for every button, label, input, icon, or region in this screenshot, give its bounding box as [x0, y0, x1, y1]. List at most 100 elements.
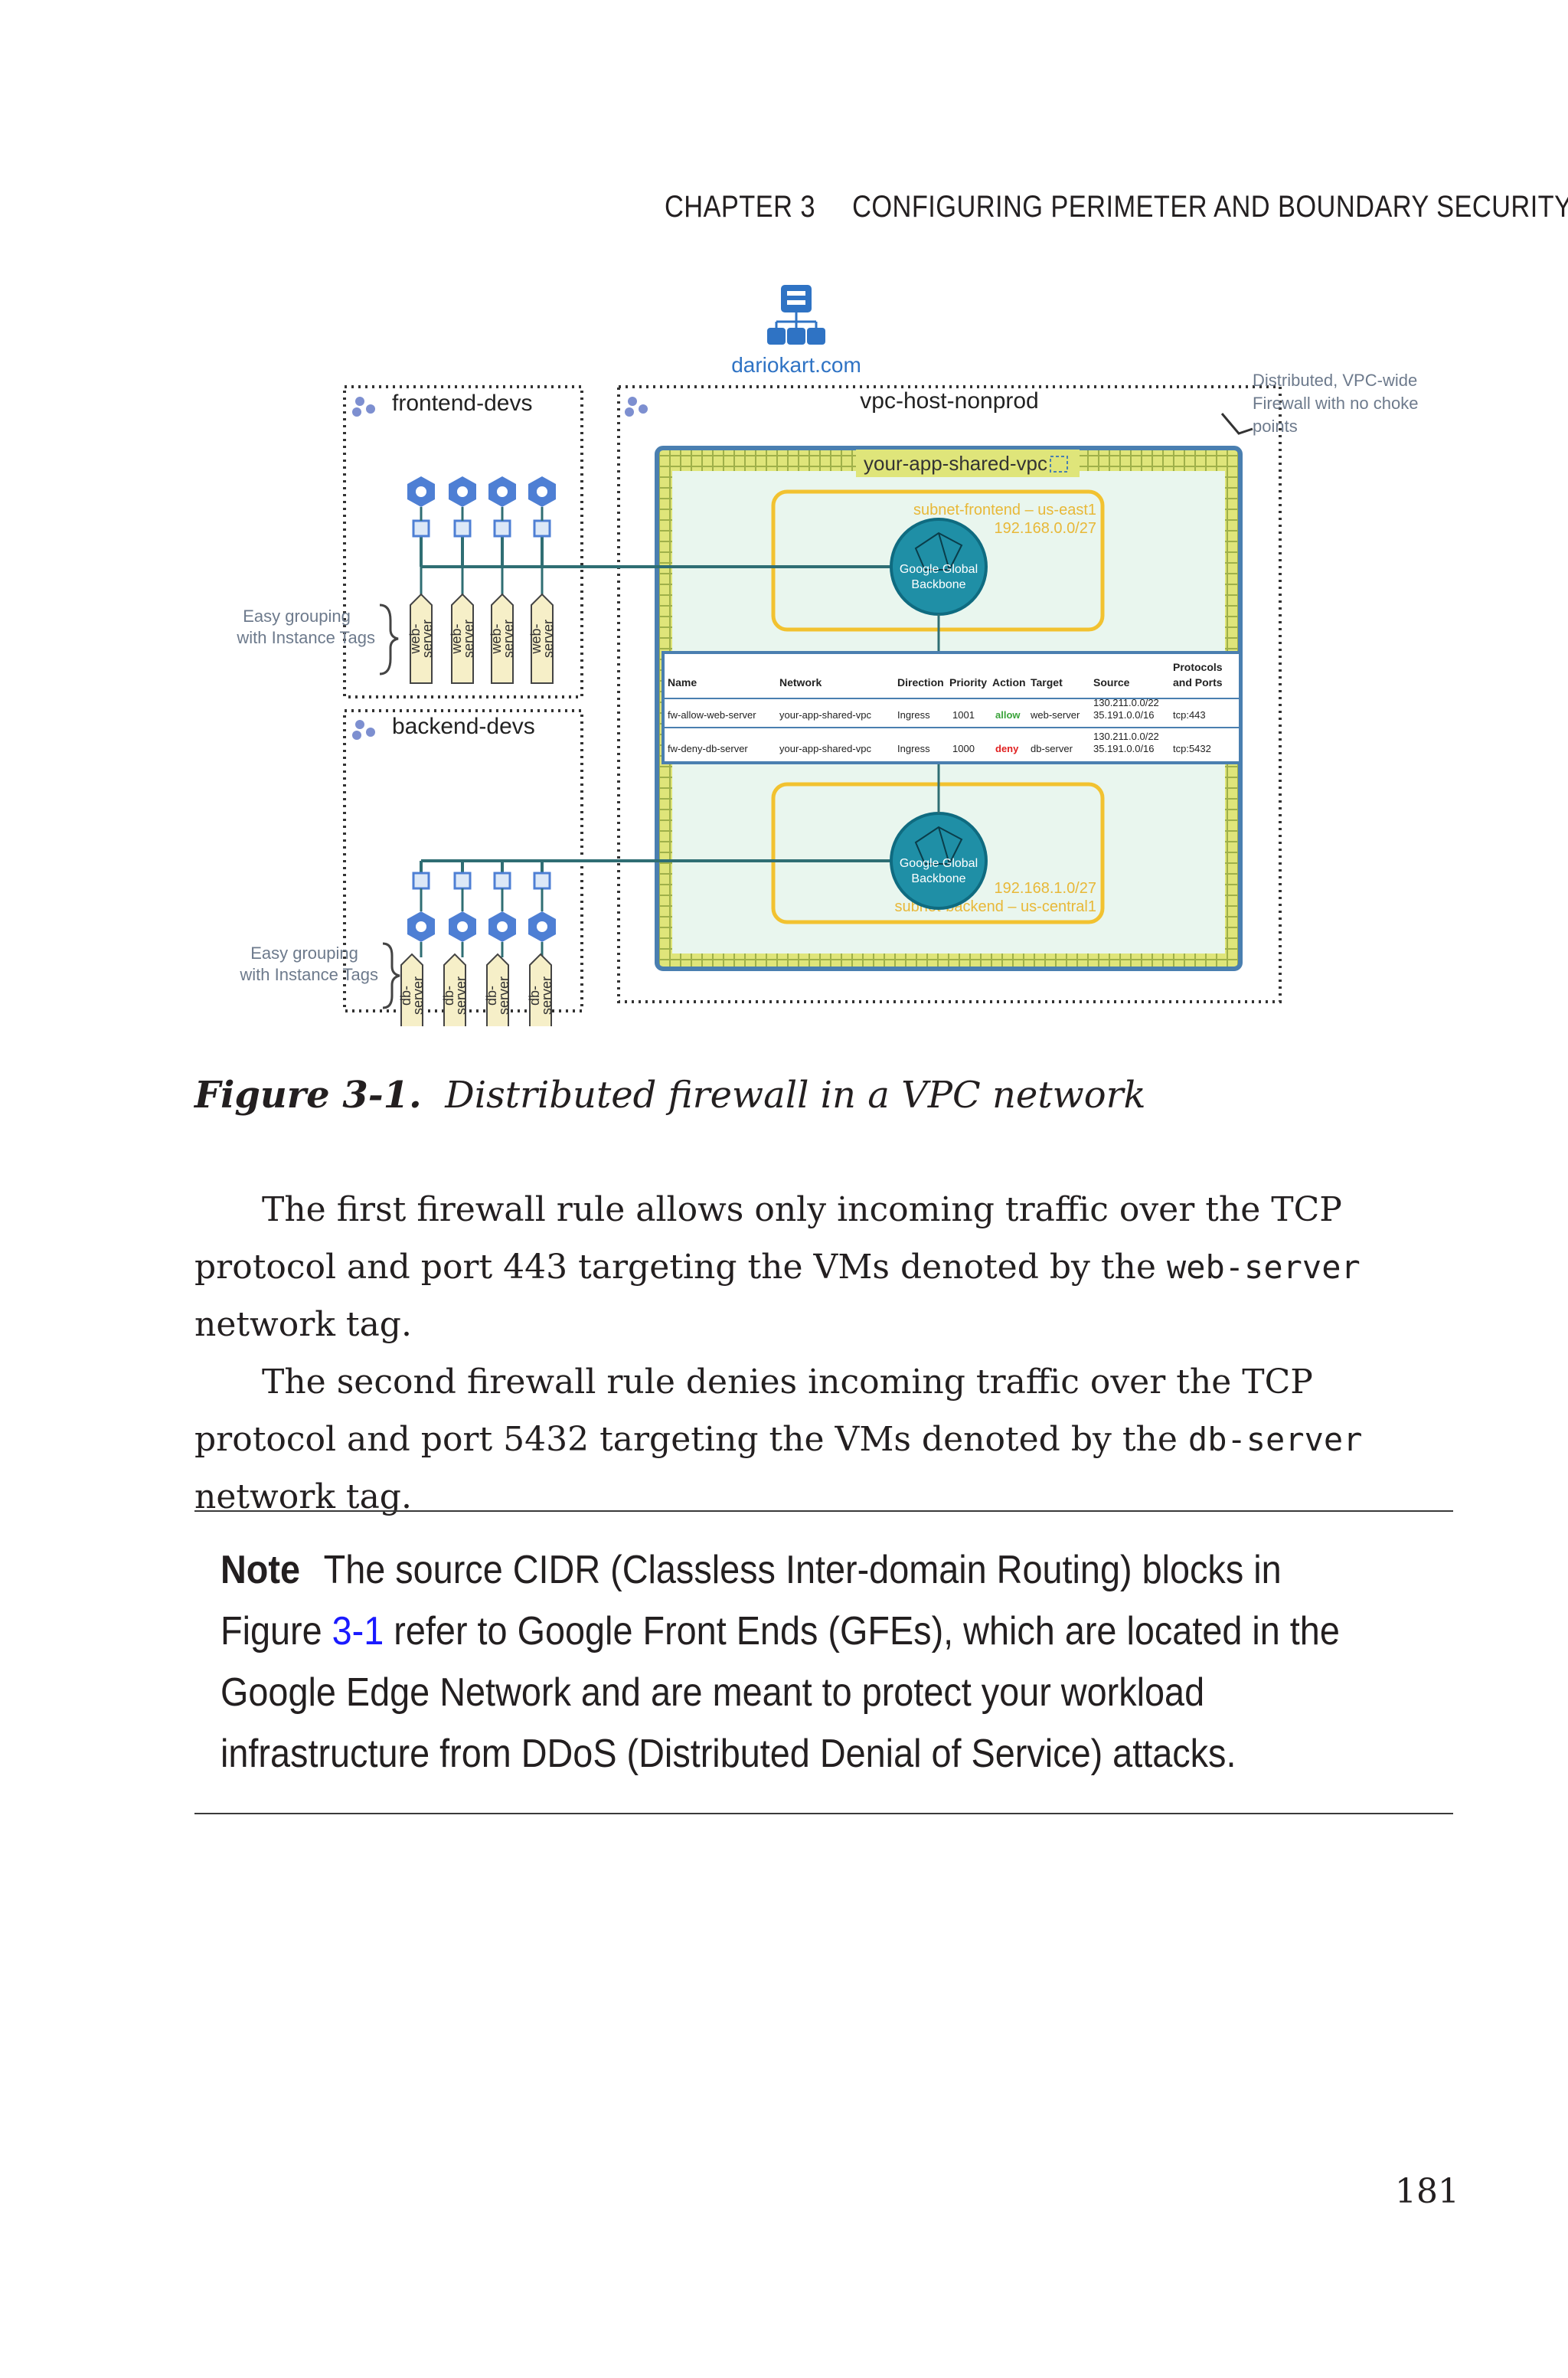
host-project-label: vpc-host-nonprod — [860, 388, 1038, 414]
svg-text:web-server: web-server — [488, 620, 516, 658]
db-server-tag: db-server — [484, 953, 511, 1026]
web-server-tag: web-server — [449, 593, 476, 684]
svg-text:fw-allow-web-server: fw-allow-web-server — [668, 709, 756, 721]
svg-text:Action: Action — [992, 676, 1026, 689]
svg-text:1000: 1000 — [952, 743, 975, 754]
host-project-box — [617, 385, 1282, 1003]
vm-icon — [528, 476, 556, 538]
vm-icon — [488, 872, 516, 942]
db-server-tag: db-server — [527, 953, 554, 1026]
note-top-rule — [194, 1510, 1453, 1512]
paragraph-2: The second firewall rule denies incoming… — [194, 1353, 1458, 1526]
note-text: The source CIDR (Classless Inter-domain … — [220, 1548, 1282, 1653]
svg-text:db-server: db-server — [441, 976, 469, 1015]
vm-icon — [449, 872, 476, 942]
svg-text:tcp:5432: tcp:5432 — [1173, 743, 1211, 754]
paragraph-text: network tag. — [194, 1305, 412, 1344]
svg-text:130.211.0.0/22: 130.211.0.0/22 — [1093, 731, 1159, 742]
svg-text:db-server: db-server — [1031, 743, 1073, 754]
svg-text:and Ports: and Ports — [1173, 676, 1223, 689]
subnet-frontend-cidr: 192.168.0.0/27 — [995, 520, 1096, 537]
svg-text:tcp:443: tcp:443 — [1173, 709, 1206, 721]
vpc-label-bg — [856, 450, 1080, 477]
svg-text:web-server: web-server — [449, 620, 476, 658]
vm-icon — [449, 476, 476, 538]
domain-icon — [767, 285, 825, 345]
svg-text:Name: Name — [668, 676, 697, 689]
svg-text:your-app-shared-vpc: your-app-shared-vpc — [779, 709, 871, 721]
backend-connector — [420, 859, 896, 881]
frontend-project-label: frontend-devs — [392, 391, 532, 416]
table-row: fw-allow-web-server your-app-shared-vpc … — [668, 697, 1206, 721]
svg-text:deny: deny — [995, 743, 1019, 754]
frontend-vms — [407, 476, 556, 597]
grouping-brace-backend — [382, 942, 400, 1009]
grouping-note-frontend: Easy grouping with Instance Tags — [236, 607, 375, 647]
subnet-frontend-name: subnet-frontend – us-east1 — [913, 502, 1096, 518]
vm-icon — [528, 872, 556, 942]
svg-text:allow: allow — [995, 709, 1021, 721]
svg-text:Protocols: Protocols — [1173, 661, 1223, 673]
web-server-tag: web-server — [528, 593, 556, 684]
svg-text:Direction: Direction — [897, 676, 944, 689]
backend-project-label: backend-devs — [392, 714, 535, 739]
svg-text:fw-deny-db-server: fw-deny-db-server — [668, 743, 748, 754]
paragraph-text: The second firewall rule denies incoming… — [194, 1362, 1313, 1459]
vpc-icon — [1050, 456, 1068, 473]
note-bottom-rule — [194, 1813, 1453, 1814]
svg-text:Target: Target — [1031, 676, 1063, 689]
paragraph-1: The first firewall rule allows only inco… — [194, 1181, 1458, 1353]
db-server-tag: db-server — [441, 953, 469, 1026]
firewall-rules-table: Name Network Direction Priority Action T… — [662, 651, 1242, 764]
vm-icon — [488, 476, 516, 538]
db-server-tags: db-server db-server db-server db-server — [398, 953, 554, 1026]
inline-code: web-server — [1166, 1248, 1361, 1286]
svg-text:Ingress: Ingress — [897, 709, 930, 721]
chapter-label: CHAPTER 3 — [665, 190, 815, 224]
svg-text:130.211.0.0/22: 130.211.0.0/22 — [1093, 697, 1159, 708]
table-row: fw-deny-db-server your-app-shared-vpc In… — [668, 731, 1211, 754]
svg-text:Priority: Priority — [949, 676, 987, 689]
figure-link[interactable]: 3-1 — [332, 1609, 384, 1653]
firewall-note-pointer — [1220, 413, 1253, 435]
grouping-note-backend: Easy grouping with Instance Tags — [239, 944, 378, 984]
running-header: CHAPTER 3 CONFIGURING PERIMETER AND BOUND… — [665, 190, 1568, 224]
svg-text:db-server: db-server — [527, 976, 554, 1015]
svg-text:your-app-shared-vpc: your-app-shared-vpc — [779, 743, 871, 754]
web-server-tags: web-server web-server web-server web-ser… — [407, 593, 556, 684]
svg-text:web-server: web-server — [1030, 709, 1080, 721]
grouping-brace-frontend — [379, 603, 399, 675]
web-server-tag: web-server — [488, 593, 516, 684]
frontend-project-box — [343, 385, 583, 698]
svg-text:db-server: db-server — [484, 976, 511, 1015]
svg-text:web-server: web-server — [528, 620, 556, 658]
vpc-firewall-diagram: dariokart.com frontend-devs backend-devs… — [236, 285, 1418, 1026]
vm-icon — [407, 476, 435, 538]
figure-label: Figure 3-1. — [194, 1074, 422, 1117]
note-label: Note — [220, 1548, 301, 1592]
project-icon — [352, 720, 375, 740]
frontend-connector — [420, 536, 896, 568]
svg-text:Network: Network — [779, 676, 822, 689]
vm-icon — [407, 872, 435, 942]
db-server-tag: db-server — [398, 953, 426, 1026]
chapter-title: CONFIGURING PERIMETER AND BOUNDARY SECUR… — [852, 190, 1568, 224]
svg-text:db-server: db-server — [398, 976, 426, 1015]
svg-text:Ingress: Ingress — [897, 743, 930, 754]
svg-text:web-server: web-server — [407, 620, 435, 658]
svg-text:35.191.0.0/16: 35.191.0.0/16 — [1093, 709, 1155, 721]
inline-code: db-server — [1187, 1421, 1363, 1458]
shared-vpc-label: your-app-shared-vpc — [864, 452, 1047, 475]
svg-text:1001: 1001 — [952, 709, 975, 721]
page-number: 181 — [1395, 2172, 1459, 2211]
svg-text:35.191.0.0/16: 35.191.0.0/16 — [1093, 743, 1155, 754]
figure-caption: Figure 3-1. Distributed firewall in a VP… — [194, 1074, 1146, 1117]
domain-label: dariokart.com — [731, 353, 861, 377]
paragraph-text: network tag. — [194, 1477, 412, 1516]
paragraph-text: The first firewall rule allows only inco… — [194, 1190, 1342, 1287]
web-server-tag: web-server — [407, 593, 435, 684]
